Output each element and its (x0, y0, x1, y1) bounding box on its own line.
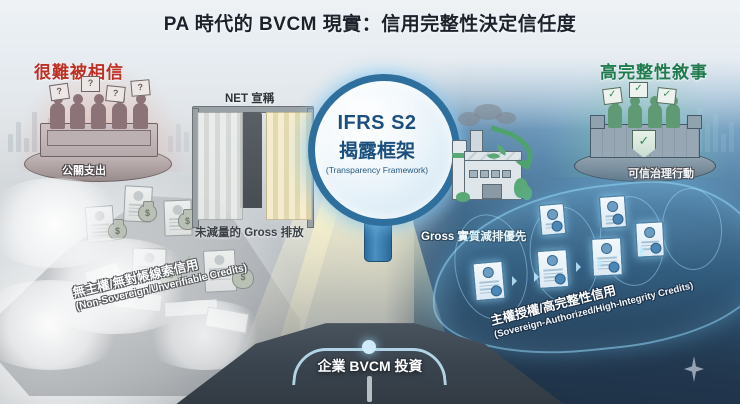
net-claim-label: NET 宣稱 (225, 93, 275, 105)
page-title: PA 時代的 BVCM 現實：信用完整性決定信任度 (163, 14, 577, 35)
lane-arrow-icon (512, 276, 522, 286)
globe-icon (643, 226, 656, 239)
lane-arrow-icon (576, 262, 586, 272)
money-bag-icon: $ (138, 201, 157, 222)
curtain-left-panel (197, 112, 243, 220)
smoke-puff (496, 112, 516, 124)
magnifier-line-3: (Transparency Framework) (325, 164, 429, 175)
left-headline: 很難被相信 (34, 63, 124, 82)
road-center-line (367, 376, 372, 402)
podium-label: 公關支出 (62, 165, 106, 177)
money-bag-icon: $ (232, 265, 254, 289)
globe-icon (546, 208, 559, 221)
smoke-puff (474, 104, 502, 120)
blue-certificate (591, 237, 623, 277)
magnifier-line-1: IFRS S2 (337, 111, 417, 134)
fortress-merlon (687, 115, 702, 129)
question-sign-icon: ? (130, 79, 151, 97)
right-headline: 高完整性敘事 (600, 63, 708, 82)
fog-cloud (0, 280, 130, 370)
blue-certificate (472, 260, 506, 302)
globe-icon (482, 266, 495, 279)
fortress-label: 可信治理行動 (628, 168, 694, 180)
gross-emissions-label: 未減量的 Gross 排放 (195, 227, 304, 239)
fortress-merlon (590, 115, 605, 129)
seal-icon (651, 243, 661, 253)
seal-icon (552, 221, 562, 231)
globe-icon (600, 242, 613, 255)
globe-icon (606, 200, 619, 213)
globe-icon (546, 254, 559, 267)
blue-certificate (598, 195, 628, 229)
check-sign-icon: ✓ (656, 87, 677, 105)
blue-certificate (536, 248, 570, 290)
blue-certificate (538, 202, 567, 237)
lane-arrow-icon (534, 272, 544, 282)
protester-crowd (48, 94, 152, 129)
bottom-bvcm-label: 企業 BVCM 投資 (317, 358, 423, 374)
magnifier-line-2: 揭露框架 (338, 140, 415, 162)
hidden-smokestack (240, 112, 262, 208)
lane-arrow-icon (598, 258, 608, 268)
factory-illustration (451, 130, 532, 202)
question-sign-icon: ? (105, 85, 126, 103)
question-sign-icon: ? (48, 82, 71, 102)
check-sign-icon: ✓ (602, 86, 623, 106)
question-sign-icon: ? (81, 76, 100, 92)
arrow-origin-dot (362, 340, 376, 354)
magnifier-text: IFRS S2 揭露框架 (Transparency Framework) (308, 74, 446, 212)
gross-reduction-label: Gross 實質減排優先 (421, 228, 526, 244)
check-sign-icon: ✓ (629, 82, 648, 98)
lane-arrow-icon (640, 246, 650, 256)
